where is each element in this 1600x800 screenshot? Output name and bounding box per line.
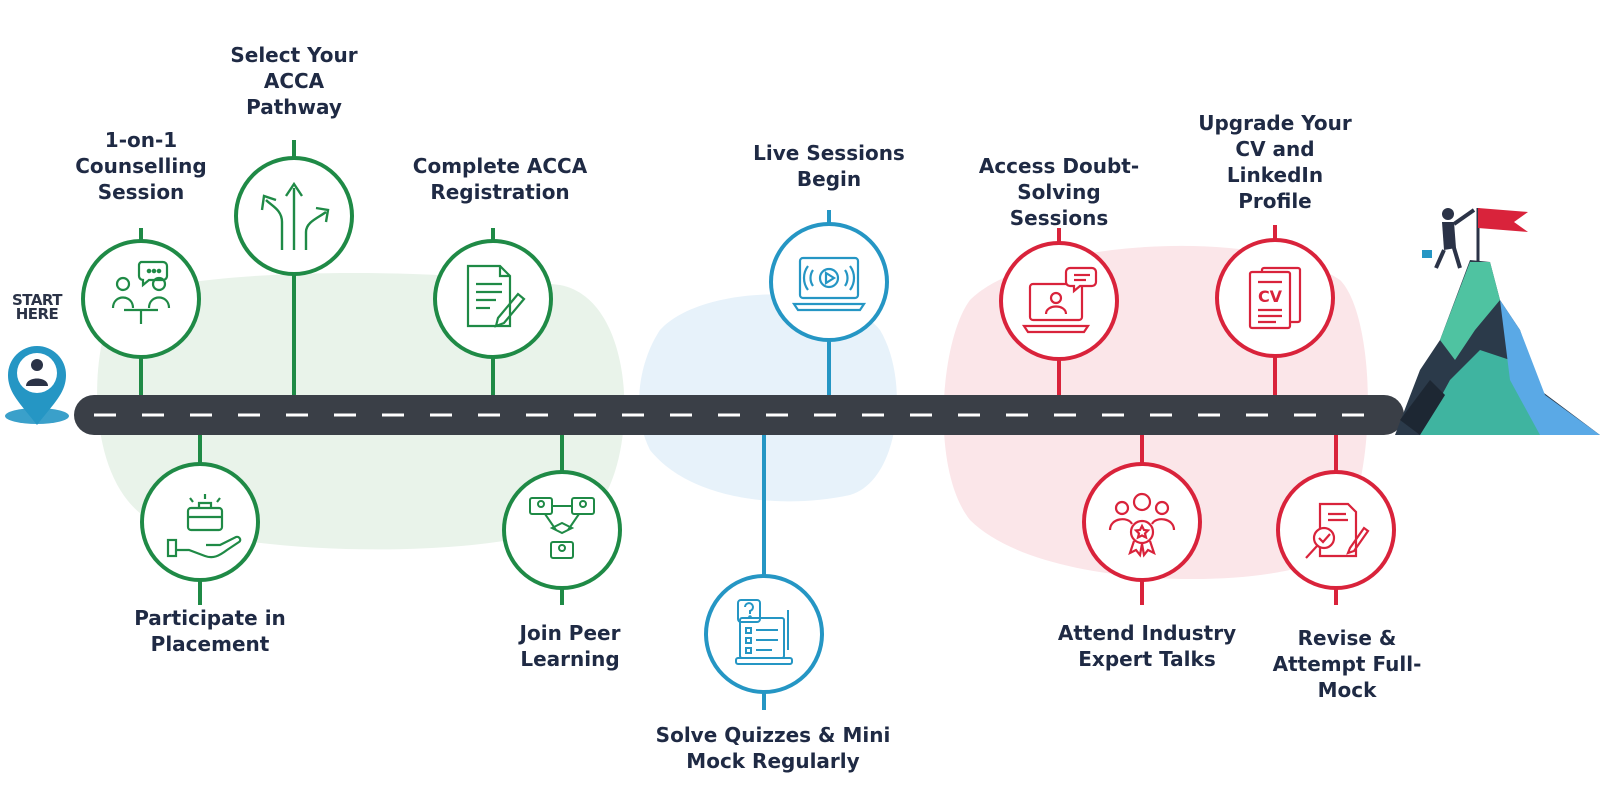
step-quizzes-label: Solve Quizzes & Mini Mock Regularly — [655, 723, 891, 773]
start-here-label: START HERE — [11, 291, 63, 323]
step-expert-talks-label: Attend Industry Expert Talks — [1057, 621, 1237, 671]
briefcase-hand-icon — [166, 494, 242, 559]
step-counselling-node — [81, 239, 201, 359]
step-peer-learning-node — [502, 470, 622, 590]
step-pathway-node — [234, 156, 354, 276]
step-registration-node — [433, 239, 553, 359]
step-quizzes-node — [704, 574, 824, 694]
search-document-icon — [1305, 502, 1370, 559]
document-pen-icon — [466, 264, 526, 328]
step-counselling-label: 1-on-1 Counselling Session — [75, 128, 207, 204]
step-placement-label: Participate in Placement — [134, 606, 286, 656]
arrows-pathway-icon — [260, 181, 330, 250]
peer-network-icon — [529, 497, 595, 559]
quiz-checklist-icon — [735, 599, 793, 665]
step-expert-talks-node — [1082, 462, 1202, 582]
step-doubt-solving-label: Access Doubt- Solving Sessions — [978, 154, 1140, 230]
step-revise-mock-label: Revise & Attempt Full- Mock — [1272, 626, 1422, 702]
step-live-sessions-label: Live Sessions Begin — [753, 141, 905, 191]
expert-group-icon — [1108, 492, 1176, 558]
laptop-chat-icon — [1021, 266, 1098, 334]
laptop-play-icon — [791, 256, 867, 312]
step-peer-learning-label: Join Peer Learning — [519, 621, 621, 671]
cv-document-icon: CV — [1248, 266, 1302, 330]
step-cv-label: Upgrade Your CV and LinkedIn Profile — [1198, 111, 1352, 213]
counselling-icon — [111, 260, 171, 324]
climber-with-flag — [1422, 208, 1528, 269]
svg-text:CV: CV — [1258, 287, 1283, 306]
step-placement-node — [140, 462, 260, 582]
start-location-pin — [5, 345, 69, 425]
step-revise-mock-node — [1276, 470, 1396, 590]
step-doubt-solving-node — [999, 241, 1119, 361]
step-cv-node: CV — [1215, 238, 1335, 358]
step-registration-label: Complete ACCA Registration — [412, 154, 588, 204]
mountain-summit — [1395, 260, 1600, 435]
step-pathway-label: Select Your ACCA Pathway — [230, 43, 358, 119]
step-live-sessions-node — [769, 222, 889, 342]
